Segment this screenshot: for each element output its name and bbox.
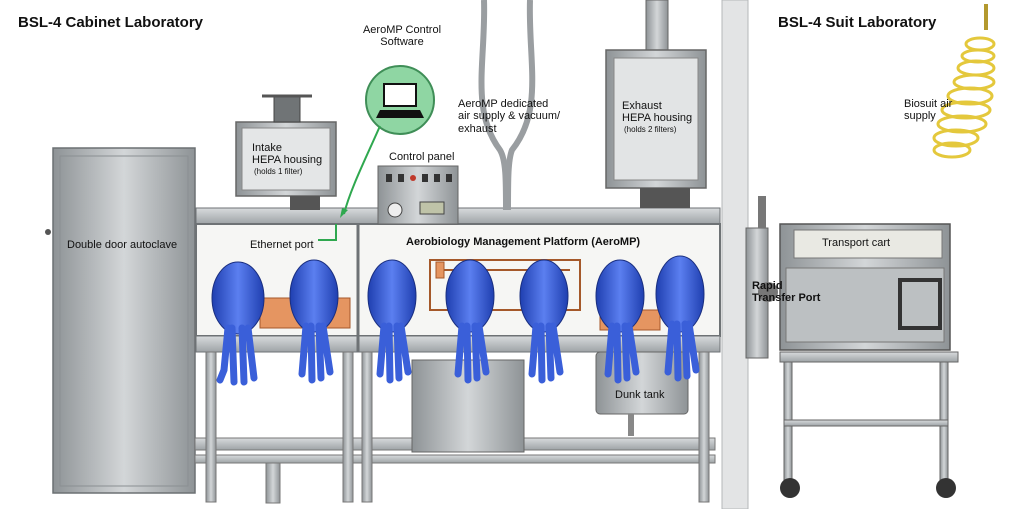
dunk-tank-label: Dunk tank xyxy=(615,389,665,401)
exhaust-hepa-housing xyxy=(605,0,707,208)
rapid-transfer-port-label: Rapid Transfer Port xyxy=(752,280,821,305)
cabinet-lab-title: BSL-4 Cabinet Laboratory xyxy=(18,14,204,31)
transport-cart-label: Transport cart xyxy=(822,237,891,249)
ethernet-lead xyxy=(318,224,337,241)
biosuit-air-coil xyxy=(932,4,996,159)
exhaust-hepa-note: (holds 2 filters) xyxy=(624,125,677,134)
lab-divider-wall xyxy=(721,0,749,509)
control-panel-label: Control panel xyxy=(389,151,455,163)
rapid-transfer-port xyxy=(745,196,778,359)
autoclave xyxy=(45,147,196,494)
dedicated-air-label: AeroMP dedicated air supply & vacuum/ ex… xyxy=(458,98,561,135)
software-arrow-head xyxy=(340,208,348,218)
intake-hepa-housing xyxy=(235,94,337,210)
control-software-label: AeroMP Control Software xyxy=(362,24,442,49)
ethernet-port-label: Ethernet port xyxy=(250,239,314,251)
intake-hepa-label: Intake HEPA housing xyxy=(252,142,323,167)
biosuit-air-label: Biosuit air supply xyxy=(904,98,953,123)
autoclave-label: Double door autoclave xyxy=(67,239,178,251)
exhaust-hepa-label: Exhaust HEPA housing xyxy=(622,100,693,125)
intake-hepa-note: (holds 1 filter) xyxy=(254,167,303,176)
aeromp-label: Aerobiology Management Platform (AeroMP) xyxy=(406,236,641,248)
software-arrow xyxy=(343,125,381,215)
suit-lab-title: BSL-4 Suit Laboratory xyxy=(778,14,937,31)
control-panel xyxy=(377,165,459,225)
transport-cart xyxy=(779,223,959,498)
air-supply-hoses xyxy=(478,0,536,211)
glove-ports xyxy=(211,255,705,386)
software-monitor xyxy=(365,65,435,135)
